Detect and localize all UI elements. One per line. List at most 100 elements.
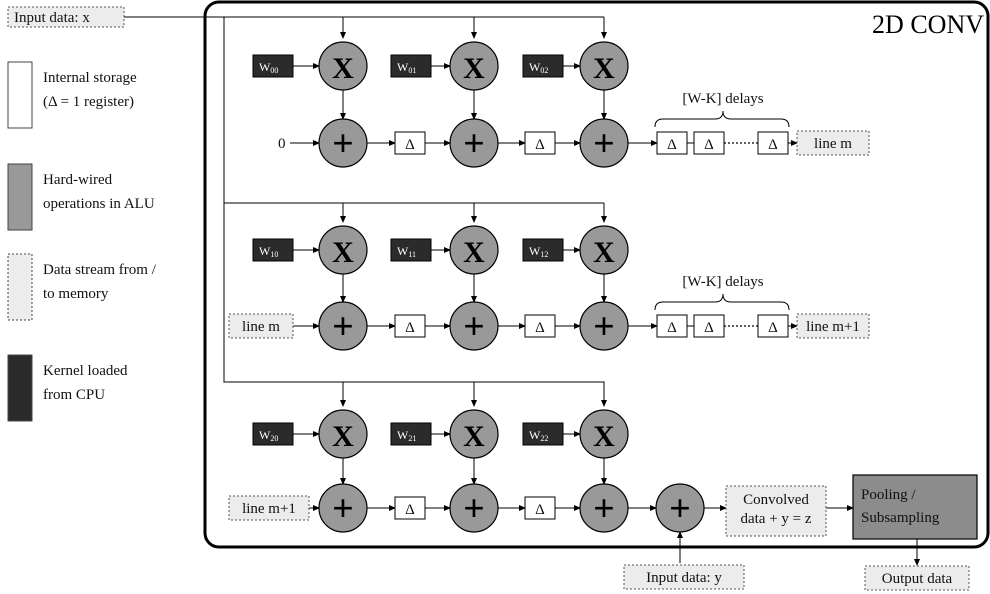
delay-register-symbol: Δ — [405, 137, 415, 153]
add-node-symbol: + — [463, 488, 485, 530]
delay-register — [656, 131, 688, 155]
legend-label: to memory — [43, 286, 109, 302]
delays-label: [W-K] delays — [682, 91, 763, 107]
delay-register-symbol: Δ — [667, 320, 677, 336]
delay-register — [693, 131, 725, 155]
pooling-box — [852, 474, 978, 540]
zero-input: 0 — [278, 136, 286, 152]
multiply-node-symbol: X — [332, 420, 354, 453]
diagram-title: 2D CONV — [872, 10, 984, 39]
add-node-symbol: + — [593, 488, 615, 530]
delay-register — [394, 496, 426, 520]
multiply-node — [449, 41, 499, 91]
input-y-stream — [623, 564, 745, 590]
delay-register-symbol: Δ — [535, 137, 545, 153]
legend-label: Data stream from / — [43, 262, 157, 278]
multiply-node-symbol: X — [463, 236, 485, 269]
add-node-symbol: + — [463, 123, 485, 165]
legend-label: from CPU — [43, 387, 105, 403]
delay-register — [524, 131, 556, 155]
multiply-node — [449, 409, 499, 459]
delay-register — [394, 131, 426, 155]
add-node-symbol: + — [593, 306, 615, 348]
input-y-stream-label: Input data: y — [646, 570, 722, 586]
kernel-weight — [522, 54, 564, 78]
multiply-node — [579, 225, 629, 275]
delay-register — [757, 131, 789, 155]
kernel-weight — [522, 238, 564, 262]
add-node-symbol: + — [332, 488, 354, 530]
row-input-stream-label: line m+1 — [242, 501, 296, 517]
wires — [124, 16, 920, 566]
row-input-stream — [228, 313, 294, 339]
add-node — [449, 118, 499, 168]
add-node — [449, 301, 499, 351]
delay-register-symbol: Δ — [535, 320, 545, 336]
multiply-node-symbol: X — [463, 52, 485, 85]
convolved-data — [725, 485, 827, 537]
add-node-symbol: + — [332, 306, 354, 348]
kernel-weight-subscript: 02 — [540, 66, 548, 75]
kernel-weight-subscript: 21 — [408, 434, 416, 443]
multiply-node-symbol: X — [593, 236, 615, 269]
multiply-node — [318, 41, 368, 91]
kernel-weight — [390, 422, 432, 446]
legend-swatch — [7, 354, 33, 422]
delay-register-symbol: Δ — [704, 320, 714, 336]
legend-swatch — [7, 61, 33, 129]
legend-label: Kernel loaded — [43, 363, 128, 379]
row-output-stream — [796, 130, 870, 156]
final-add-node — [655, 483, 705, 533]
add-node — [579, 118, 629, 168]
output-data-stream-label: Output data — [882, 571, 953, 587]
multiply-node — [449, 225, 499, 275]
kernel-weight — [522, 422, 564, 446]
pooling-label: Pooling / — [861, 487, 916, 503]
convolved-data-label: Convolved — [743, 492, 809, 508]
delays-brace — [654, 110, 790, 128]
multiply-node-symbol: X — [332, 236, 354, 269]
row-output-stream-label: line m+1 — [806, 319, 860, 335]
add-node — [449, 483, 499, 533]
delay-register — [524, 314, 556, 338]
delay-register-symbol: Δ — [768, 320, 778, 336]
legend-swatch — [7, 253, 33, 321]
delay-register-symbol: Δ — [405, 502, 415, 518]
delay-register-symbol: Δ — [405, 320, 415, 336]
add-node — [318, 118, 368, 168]
input-x-label: Input data: x — [14, 10, 90, 26]
add-node-symbol: + — [593, 123, 615, 165]
kernel-weight-subscript: 20 — [270, 434, 278, 443]
delay-register — [656, 314, 688, 338]
delay-register-symbol: Δ — [535, 502, 545, 518]
multiply-node — [579, 409, 629, 459]
kernel-weight-subscript: 00 — [270, 66, 278, 75]
multiply-node-symbol: X — [593, 52, 615, 85]
multiply-node — [318, 409, 368, 459]
kernel-weight-subscript: 10 — [270, 250, 278, 259]
convolved-data-label: data + y = z — [740, 511, 811, 527]
add-node — [318, 301, 368, 351]
delay-register-symbol: Δ — [667, 137, 677, 153]
multiply-node-symbol: X — [593, 420, 615, 453]
conv-frame — [203, 0, 990, 549]
kernel-weight — [390, 54, 432, 78]
delay-register — [757, 314, 789, 338]
kernel-weight-subscript: 01 — [408, 66, 416, 75]
add-node-symbol: + — [332, 123, 354, 165]
output-data-stream — [864, 565, 970, 591]
kernel-weight-subscript: 12 — [540, 250, 548, 259]
delay-register-symbol: Δ — [704, 137, 714, 153]
input-x-bus — [124, 16, 607, 407]
row-input-stream — [228, 495, 310, 521]
final-add-symbol: + — [669, 488, 691, 530]
delays-label: [W-K] delays — [682, 274, 763, 290]
legend-label: operations in ALU — [43, 196, 155, 212]
kernel-weight-subscript: 11 — [408, 250, 416, 259]
delay-register — [524, 496, 556, 520]
kernel-weight — [252, 422, 294, 446]
row-output-stream-label: line m — [814, 136, 852, 152]
delay-register-symbol: Δ — [768, 137, 778, 153]
